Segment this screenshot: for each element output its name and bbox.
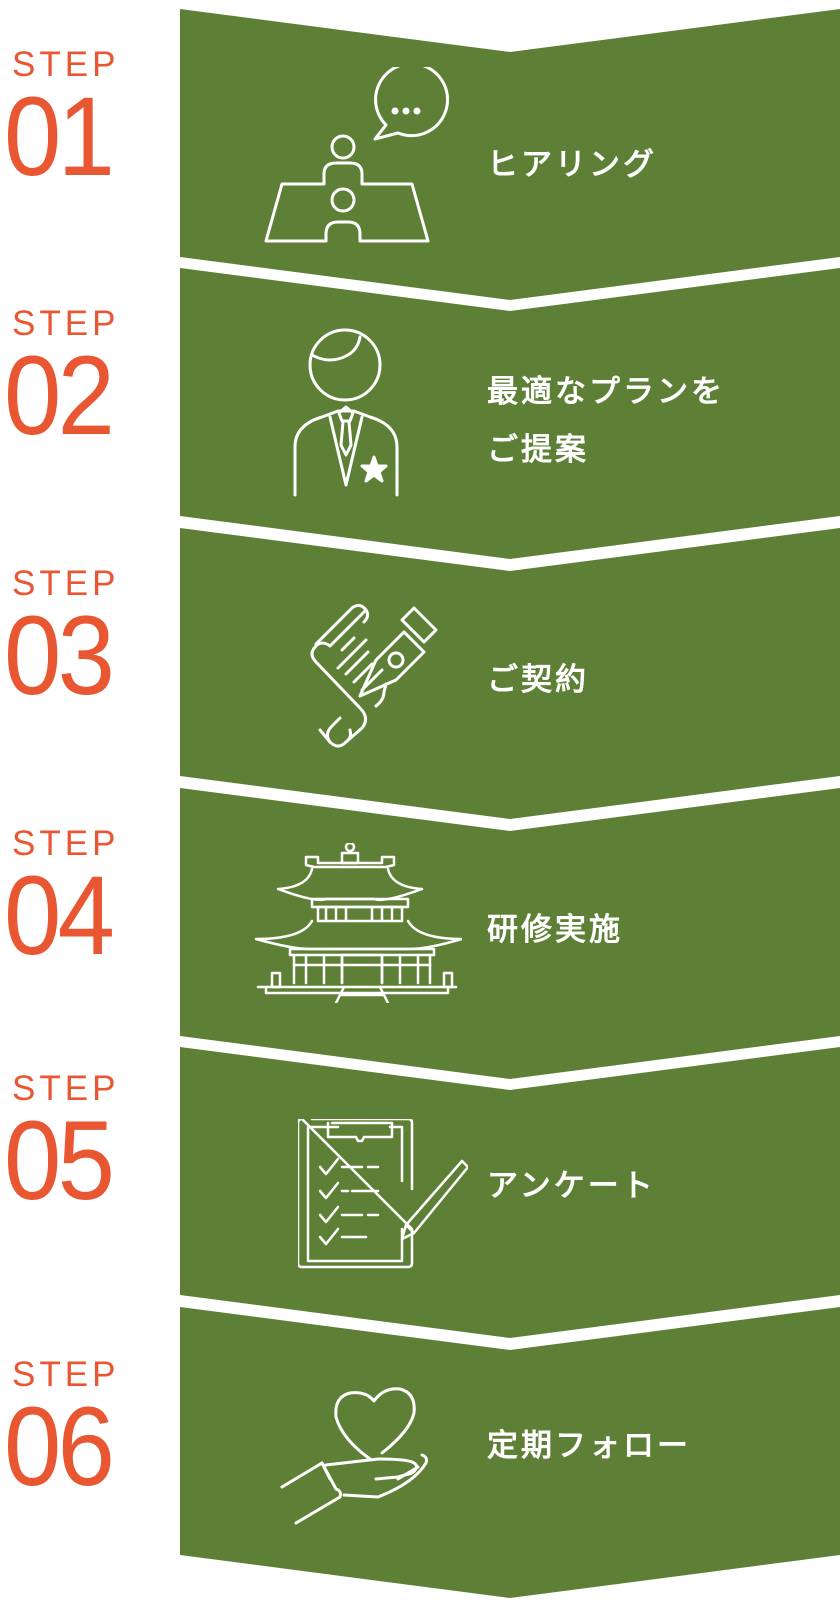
step-number: 01 [4,74,115,199]
chevron-block [180,528,840,819]
step-03: STEP 03 ご契約 [0,528,840,828]
step-word: STEP [12,45,120,84]
step-number: 04 [4,853,115,978]
step-04: STEP 04 研修実施 [0,788,840,1088]
step-title: アンケート [487,1168,656,1204]
survey-clipboard-icon [298,1119,468,1269]
step-word: STEP [12,304,120,343]
contract-pen-icon [310,603,438,748]
step-word: STEP [12,564,120,603]
step-05: STEP 05 アンケート [0,1047,840,1347]
step-number: 05 [4,1098,115,1223]
chevron-block [180,788,840,1079]
chevron-block [180,1307,840,1598]
step-word: STEP [12,824,120,863]
heart-hand-icon [280,1387,428,1525]
step-01: STEP 01 ヒアリング [0,9,840,309]
step-title: ご契約 [487,662,589,698]
hearing-consultation-icon [264,67,450,243]
chevron-block [180,9,840,300]
step-number: 03 [4,593,115,718]
step-06: STEP 06 定期フォロー [0,1307,840,1607]
step-number: 02 [4,333,115,458]
chevron-block [180,268,840,559]
step-word: STEP [12,1069,120,1108]
step-title: ヒアリング [487,147,657,183]
step-word: STEP [12,1355,120,1394]
step-title: 定期フォロー [487,1428,691,1464]
step-number: 06 [4,1384,115,1509]
step-02: STEP 02 最適なプランを ご提案 [0,268,840,568]
consultant-person-icon [293,328,399,497]
training-hall-icon [254,843,462,1003]
step-title: 最適なプランを ご提案 [487,374,725,468]
step-title: 研修実施 [487,912,623,948]
